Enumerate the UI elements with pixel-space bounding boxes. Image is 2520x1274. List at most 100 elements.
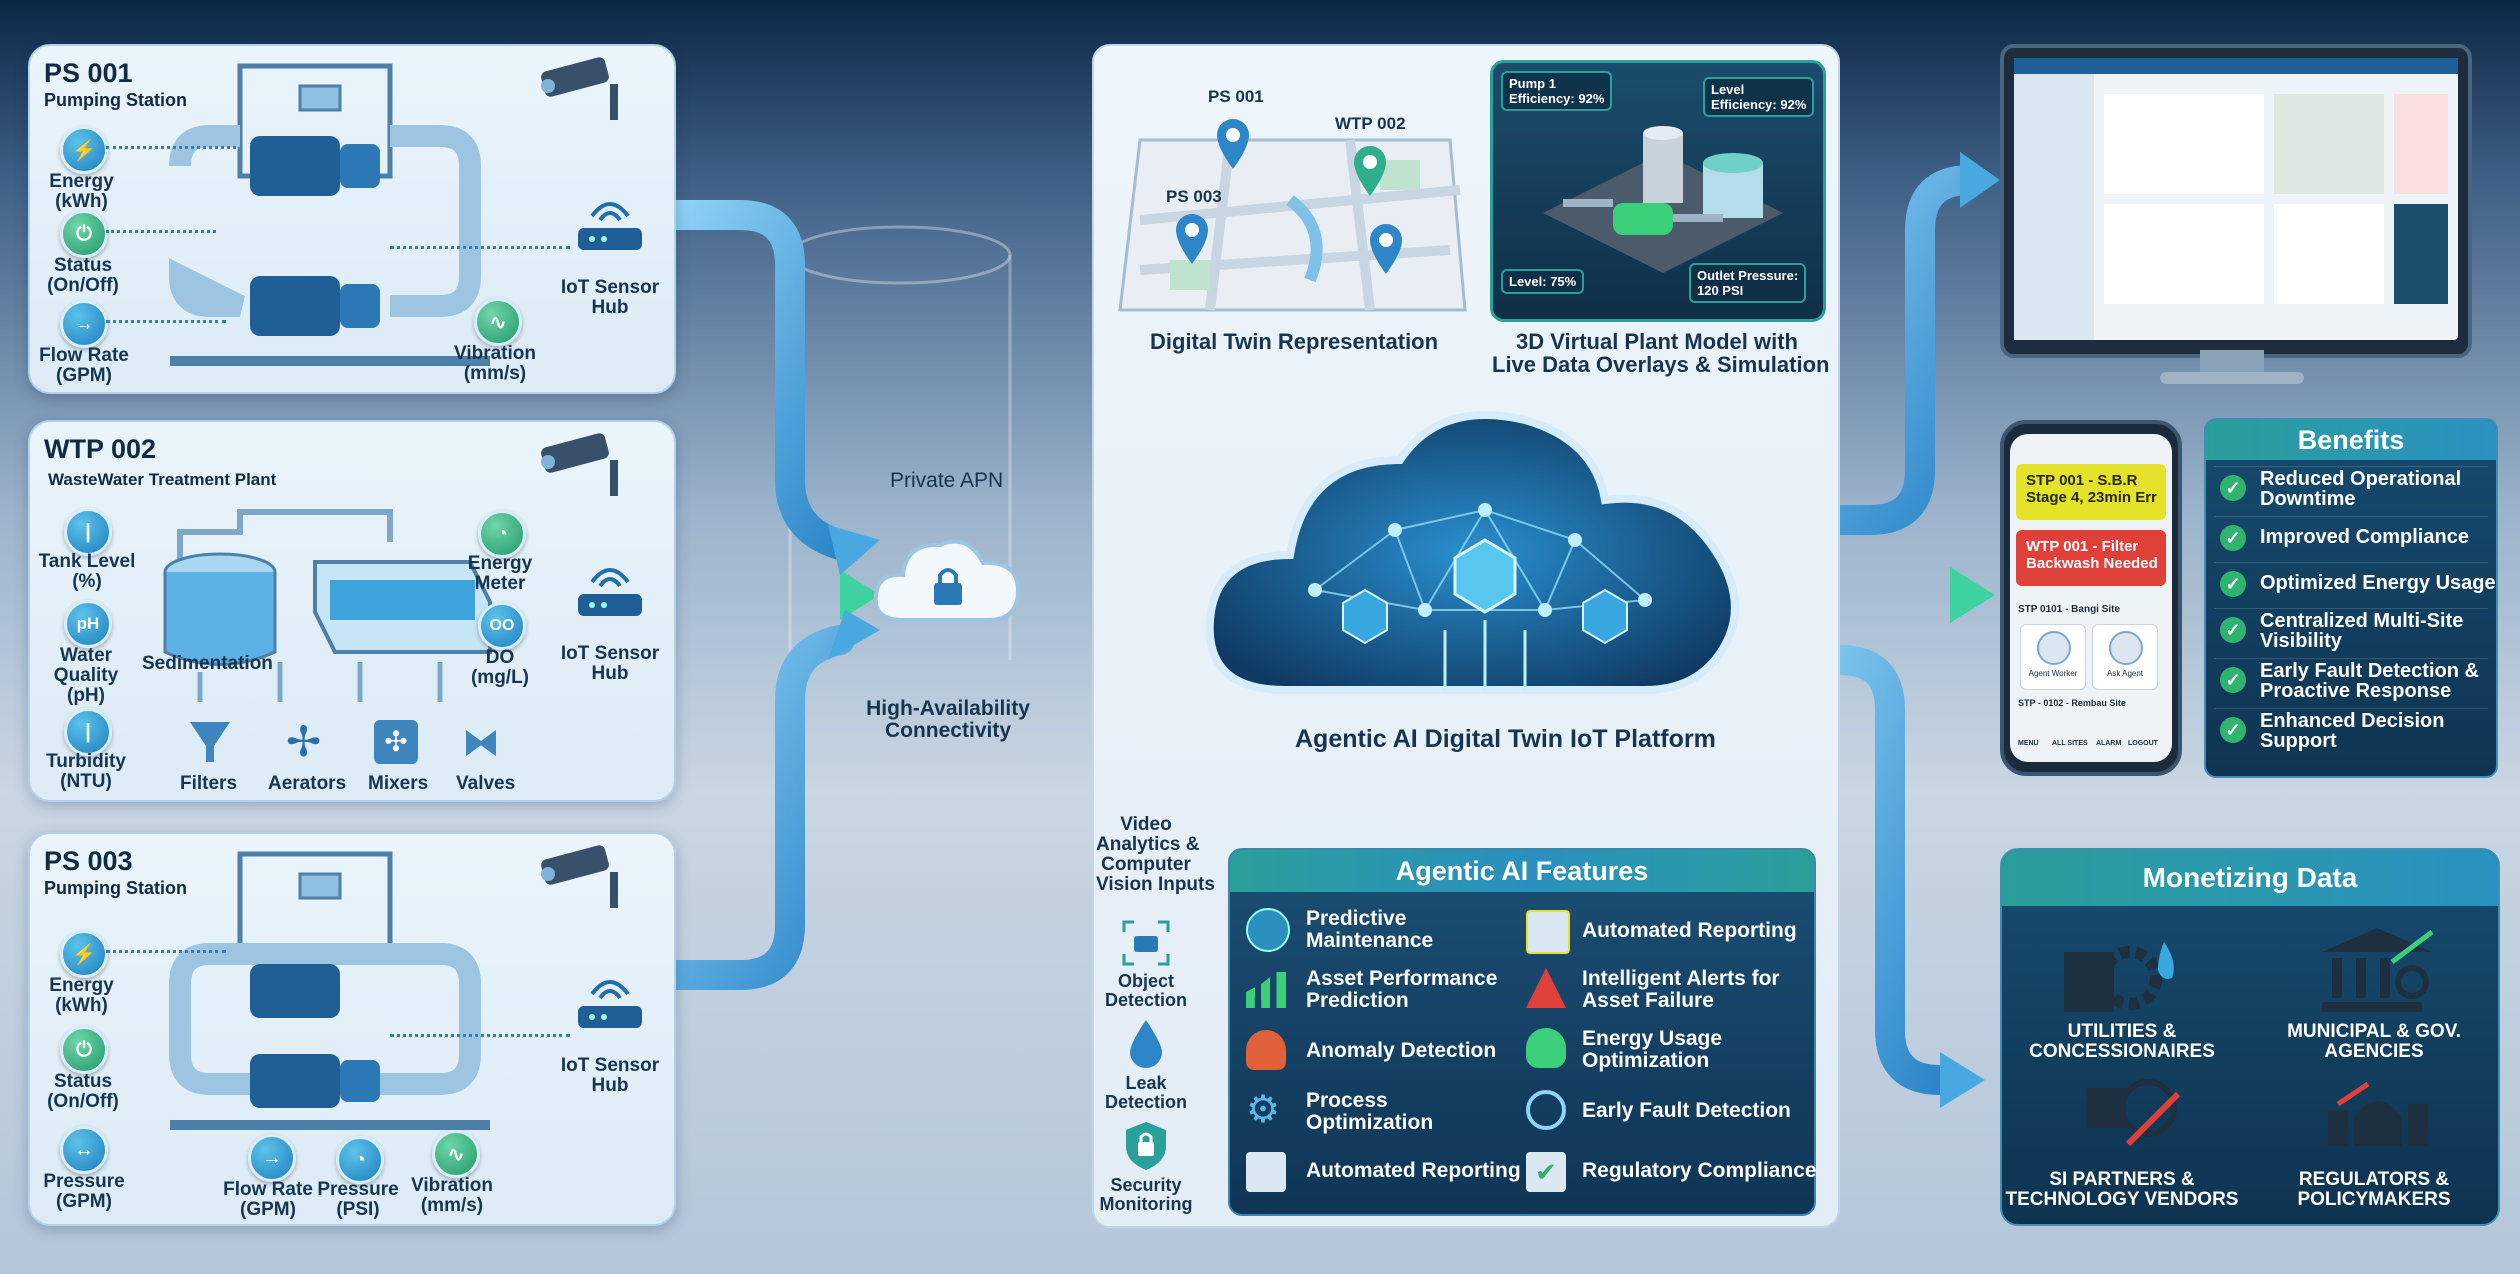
iot-hub-icon bbox=[578, 202, 642, 250]
aerator-icon: ✢ bbox=[286, 718, 322, 765]
sensor-label-pressure-psi: Pressure (PSI) bbox=[317, 1179, 399, 1220]
robot-icon bbox=[1246, 908, 1290, 952]
monetizing-regulators: REGULATORS & POLICYMAKERS bbox=[2297, 1169, 2451, 1210]
phone-agent-worker[interactable]: Agent Worker bbox=[2020, 624, 2086, 690]
component-sedimentation: Sedimentation bbox=[142, 653, 273, 674]
feature-predictive-maintenance: Predictive Maintenance bbox=[1306, 907, 1434, 953]
wave-icon: ∿ bbox=[474, 298, 522, 346]
lightning-icon: ⚡ bbox=[60, 930, 108, 978]
map-pin-icon bbox=[1370, 224, 1402, 274]
wave-icon: ∿ bbox=[432, 1130, 480, 1178]
check-icon: ✓ bbox=[2220, 667, 2246, 693]
clipboard-check-icon: ✔ bbox=[1526, 1152, 1566, 1192]
camera-target-icon bbox=[1122, 920, 1170, 966]
overlay-outlet-pressure: Outlet Pressure: 120 PSI bbox=[1689, 263, 1807, 303]
iot-hub-label: IoT Sensor Hub bbox=[560, 643, 660, 684]
overlay-level: Level: 75% bbox=[1501, 269, 1585, 294]
valve-icon: ⧓ bbox=[462, 722, 500, 764]
map-pin-label-wtp002: WTP 002 bbox=[1335, 114, 1406, 133]
sensor-label-pressure-gpm: Pressure (GPM) bbox=[43, 1171, 125, 1212]
phone-ask-agent[interactable]: Ask Agent bbox=[2092, 624, 2158, 690]
chip-tools-icon bbox=[2086, 1079, 2181, 1147]
site-panel-wtp002: WTP 002 WasteWater Treatment Plant | Tan… bbox=[28, 420, 676, 802]
mixer-icon: ✣ bbox=[374, 720, 418, 764]
pump-station-illustration bbox=[168, 63, 490, 366]
phone-site-2[interactable]: STP - 0102 - Rembau Site bbox=[2018, 698, 2126, 708]
camera-icon bbox=[541, 845, 618, 908]
sensor-label-turbidity: Turbidity (NTU) bbox=[46, 751, 126, 792]
lightning-icon: ⚡ bbox=[60, 126, 108, 174]
gauge-icon: ◔ bbox=[478, 510, 526, 558]
iot-hub-label: IoT Sensor Hub bbox=[560, 1055, 660, 1096]
benefit-item: ✓Early Fault Detection & Proactive Respo… bbox=[2214, 658, 2488, 703]
utility-gear-icon bbox=[2064, 942, 2174, 1012]
thermometer-icon: | bbox=[64, 508, 112, 556]
site-panel-ps001: PS 001 Pumping Station ⚡ Energy (kWh) ⏻ … bbox=[28, 44, 676, 394]
dashboard-sidebar bbox=[2014, 74, 2094, 340]
filter-icon bbox=[190, 722, 230, 762]
dashboard-area-chart bbox=[2104, 204, 2264, 304]
sensor-label-water-quality: Water Quality (pH) bbox=[53, 645, 119, 706]
component-aerators: Aerators bbox=[268, 773, 347, 794]
site-name: WTP 002 bbox=[44, 434, 157, 464]
benefit-item: ✓Optimized Energy Usage bbox=[2214, 562, 2496, 607]
plant-model-illustration bbox=[1543, 126, 1783, 273]
overlay-pump-efficiency: Pump 1 Efficiency: 92% bbox=[1501, 71, 1613, 111]
gears-icon: ⚙ bbox=[1246, 1089, 1281, 1131]
monitor-base bbox=[2160, 372, 2304, 384]
site-type: Pumping Station bbox=[44, 90, 187, 110]
warning-icon bbox=[1526, 968, 1566, 1008]
iot-hub-icon bbox=[578, 568, 642, 616]
mobile-app-phone: STP 001 - S.B.R Stage 4, 23min Err WTP 0… bbox=[2000, 420, 2182, 776]
monetizing-si-partners: SI PARTNERS & TECHNOLOGY VENDORS bbox=[2005, 1169, 2239, 1210]
map-caption: Digital Twin Representation bbox=[1150, 329, 1439, 354]
dashboard-map bbox=[2274, 94, 2384, 194]
sensor-label-status: Status (On/Off) bbox=[47, 255, 119, 296]
benefit-item: ✓Enhanced Decision Support bbox=[2214, 708, 2488, 753]
benefit-item: ✓Reduced Operational Downtime bbox=[2214, 466, 2488, 511]
feature-asset-performance: Asset Performance Prediction bbox=[1306, 967, 1498, 1013]
3d-plant-model: Pump 1 Efficiency: 92% Level Efficiency:… bbox=[1490, 60, 1826, 322]
monetizing-data-panel: Monetizing Data UTILITIES & CONCESSIONAI… bbox=[2000, 848, 2500, 1226]
dashboard-3d-view bbox=[2394, 204, 2448, 304]
shield-lock-icon bbox=[1126, 1122, 1166, 1170]
power-icon: ⏻ bbox=[60, 210, 108, 258]
video-item-object-detection: Object Detection bbox=[1104, 971, 1187, 1010]
feature-intelligent-alerts: Intelligent Alerts for Asset Failure bbox=[1582, 967, 1780, 1013]
dashboard-line-chart bbox=[2104, 94, 2264, 194]
phone-nav-all-sites[interactable]: ALL SITES bbox=[2052, 740, 2088, 747]
feature-automated-reporting-left: Automated Reporting bbox=[1306, 1159, 1521, 1182]
sensor-label-flow: Flow Rate (GPM) bbox=[223, 1179, 313, 1220]
site-panel-ps003: PS 003 Pumping Station ⚡ Energy (kWh) ⏻ … bbox=[28, 832, 676, 1226]
iot-hub-icon bbox=[578, 980, 642, 1028]
ph-icon: pH bbox=[64, 600, 112, 648]
sensor-label-energy-meter: Energy Meter bbox=[467, 553, 533, 594]
site-name: PS 001 bbox=[44, 58, 133, 88]
gauge-icon: ◔ bbox=[336, 1136, 384, 1184]
monetizing-municipal: MUNICIPAL & GOV. AGENCIES bbox=[2287, 1021, 2461, 1062]
iot-hub-label: IoT Sensor Hub bbox=[560, 277, 660, 318]
monitor-stand bbox=[2200, 350, 2264, 374]
phone-nav-alarm[interactable]: ALARM bbox=[2096, 740, 2122, 747]
magnifier-icon bbox=[1526, 1090, 1566, 1130]
avatar bbox=[2037, 631, 2071, 665]
feature-automated-reporting-right: Automated Reporting bbox=[1582, 919, 1797, 942]
feature-anomaly-detection: Anomaly Detection bbox=[1306, 1039, 1497, 1062]
treatment-plant-illustration bbox=[163, 509, 492, 702]
overlay-level-efficiency: Level Efficiency: 92% bbox=[1703, 77, 1815, 117]
phone-nav-menu[interactable]: MENU bbox=[2018, 740, 2039, 747]
government-building-icon bbox=[2322, 928, 2434, 1012]
phone-alert-red[interactable]: WTP 001 - Filter Backwash Needed bbox=[2016, 530, 2166, 586]
feature-early-fault-detection: Early Fault Detection bbox=[1582, 1099, 1791, 1122]
power-icon: ⏻ bbox=[60, 1026, 108, 1074]
digital-twin-map bbox=[1118, 138, 1467, 312]
arrows-icon: ↔ bbox=[60, 1126, 108, 1174]
connectivity-label: High-Availability Connectivity bbox=[866, 697, 1030, 743]
sensor-label-flow: Flow Rate (GPM) bbox=[39, 345, 129, 386]
phone-agent-worker-label: Agent Worker bbox=[2028, 669, 2078, 678]
phone-nav-logout[interactable]: LOGOUT bbox=[2128, 740, 2158, 747]
phone-ask-agent-label: Ask Agent bbox=[2106, 669, 2144, 678]
phone-alert-yellow[interactable]: STP 001 - S.B.R Stage 4, 23min Err bbox=[2016, 464, 2166, 520]
map-pin-label-ps003: PS 003 bbox=[1166, 187, 1222, 206]
phone-site-1[interactable]: STP 0101 - Bangi Site bbox=[2018, 604, 2121, 615]
